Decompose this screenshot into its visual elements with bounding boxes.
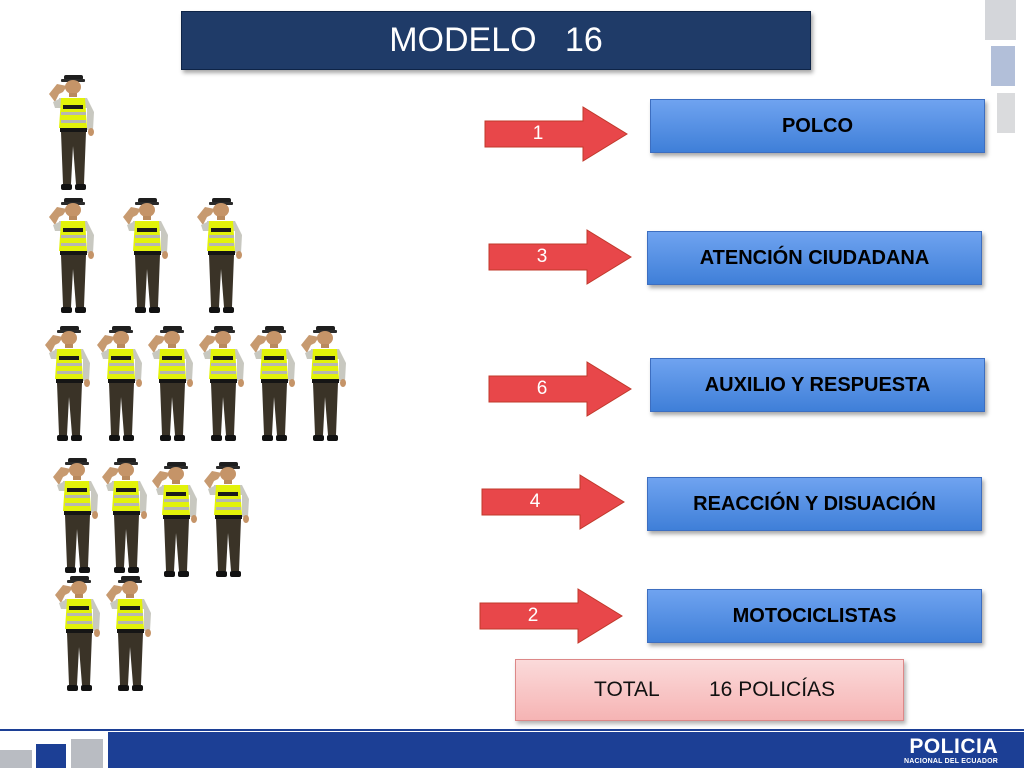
unit-box-polco: POLCO bbox=[650, 99, 985, 153]
unit-box-auxilio-respuesta: AUXILIO Y RESPUESTA bbox=[650, 358, 985, 412]
officer-icon bbox=[100, 455, 152, 577]
count-label: 6 bbox=[536, 378, 548, 399]
officer-icon bbox=[43, 323, 95, 445]
count-label: 3 bbox=[536, 246, 548, 267]
count-label: 4 bbox=[529, 491, 541, 512]
officer-icon bbox=[53, 573, 105, 695]
footer-bar bbox=[108, 732, 1024, 768]
officer-icon bbox=[195, 195, 247, 317]
unit-box-atencion-ciudadana: ATENCIÓN CIUDADANA bbox=[647, 231, 982, 285]
count-arrow-atencion: 3 bbox=[487, 228, 633, 286]
officer-icon bbox=[150, 459, 202, 581]
slide-title: MODELO 16 bbox=[181, 11, 811, 70]
count-arrow-motociclistas: 2 bbox=[478, 587, 624, 645]
total-value: 16 POLICÍAS bbox=[709, 678, 836, 701]
footer-stripe bbox=[0, 729, 1024, 731]
total-box: TOTAL 16 POLICÍAS bbox=[515, 659, 904, 721]
count-arrow-polco: 1 bbox=[483, 105, 629, 163]
footer-square-blue bbox=[36, 744, 66, 768]
officer-icon bbox=[248, 323, 300, 445]
officer-icon bbox=[51, 455, 103, 577]
police-logo-text: POLICIA bbox=[909, 735, 998, 758]
decor-square-low bbox=[997, 93, 1015, 133]
decor-square-top bbox=[985, 0, 1016, 40]
count-label: 2 bbox=[527, 605, 539, 626]
decor-square-mid bbox=[991, 46, 1015, 86]
officer-icon bbox=[104, 573, 156, 695]
total-label: TOTAL bbox=[594, 678, 660, 701]
count-label: 1 bbox=[532, 123, 544, 144]
officer-icon bbox=[146, 323, 198, 445]
police-logo-subtext: NACIONAL DEL ECUADOR bbox=[904, 758, 998, 765]
officer-icon bbox=[202, 459, 254, 581]
count-arrow-auxilio: 6 bbox=[487, 360, 633, 418]
unit-box-motociclistas: MOTOCICLISTAS bbox=[647, 589, 982, 643]
officer-icon bbox=[197, 323, 249, 445]
officer-icon bbox=[299, 323, 351, 445]
footer-square-gray-right bbox=[71, 739, 103, 768]
count-arrow-reaccion: 4 bbox=[480, 473, 626, 531]
unit-box-reaccion-disuacion: REACCIÓN Y DISUACIÓN bbox=[647, 477, 982, 531]
officer-icon bbox=[121, 195, 173, 317]
footer-square-gray-left bbox=[0, 750, 32, 768]
officer-icon bbox=[47, 72, 99, 194]
officer-icon bbox=[47, 195, 99, 317]
officer-icon bbox=[95, 323, 147, 445]
